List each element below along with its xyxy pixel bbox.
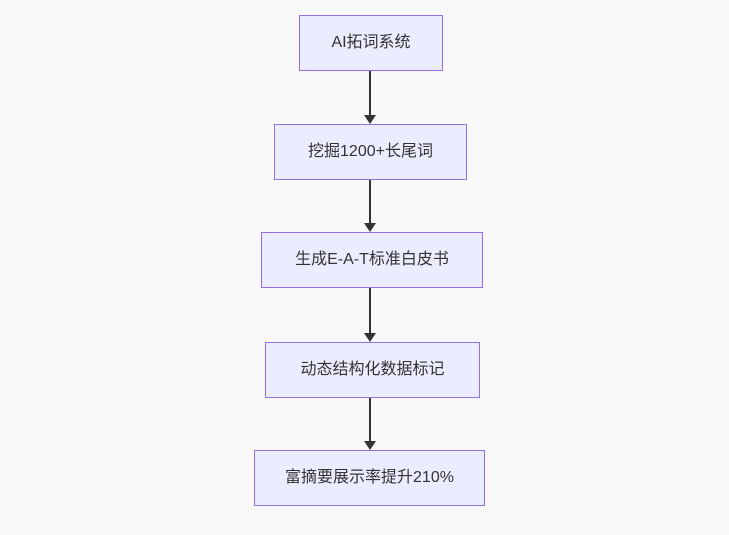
flow-node-label: 富摘要展示率提升210% <box>285 469 454 487</box>
flow-node-label: AI拓词系统 <box>331 34 411 52</box>
arrowhead-down-icon <box>364 441 376 450</box>
arrow-line <box>369 288 371 333</box>
arrow-connector-4 <box>362 398 378 450</box>
arrow-connector-1 <box>362 71 378 124</box>
flow-node-rich-snippet-result: 富摘要展示率提升210% <box>254 450 485 506</box>
flow-node-label: 挖掘1200+长尾词 <box>308 143 433 161</box>
flow-node-eat-whitepaper: 生成E-A-T标准白皮书 <box>261 232 483 288</box>
flow-node-label: 生成E-A-T标准白皮书 <box>295 251 449 269</box>
arrow-line <box>369 71 371 115</box>
flow-node-label: 动态结构化数据标记 <box>300 361 445 379</box>
flow-node-longtail-mining: 挖掘1200+长尾词 <box>274 124 467 180</box>
arrowhead-down-icon <box>364 223 376 232</box>
arrowhead-down-icon <box>364 333 376 342</box>
arrowhead-down-icon <box>364 115 376 124</box>
flow-node-ai-word-expansion: AI拓词系统 <box>299 15 443 71</box>
arrow-line <box>369 180 371 223</box>
arrow-connector-2 <box>362 180 378 232</box>
arrow-connector-3 <box>362 288 378 342</box>
flow-node-structured-data: 动态结构化数据标记 <box>265 342 480 398</box>
arrow-line <box>369 398 371 441</box>
